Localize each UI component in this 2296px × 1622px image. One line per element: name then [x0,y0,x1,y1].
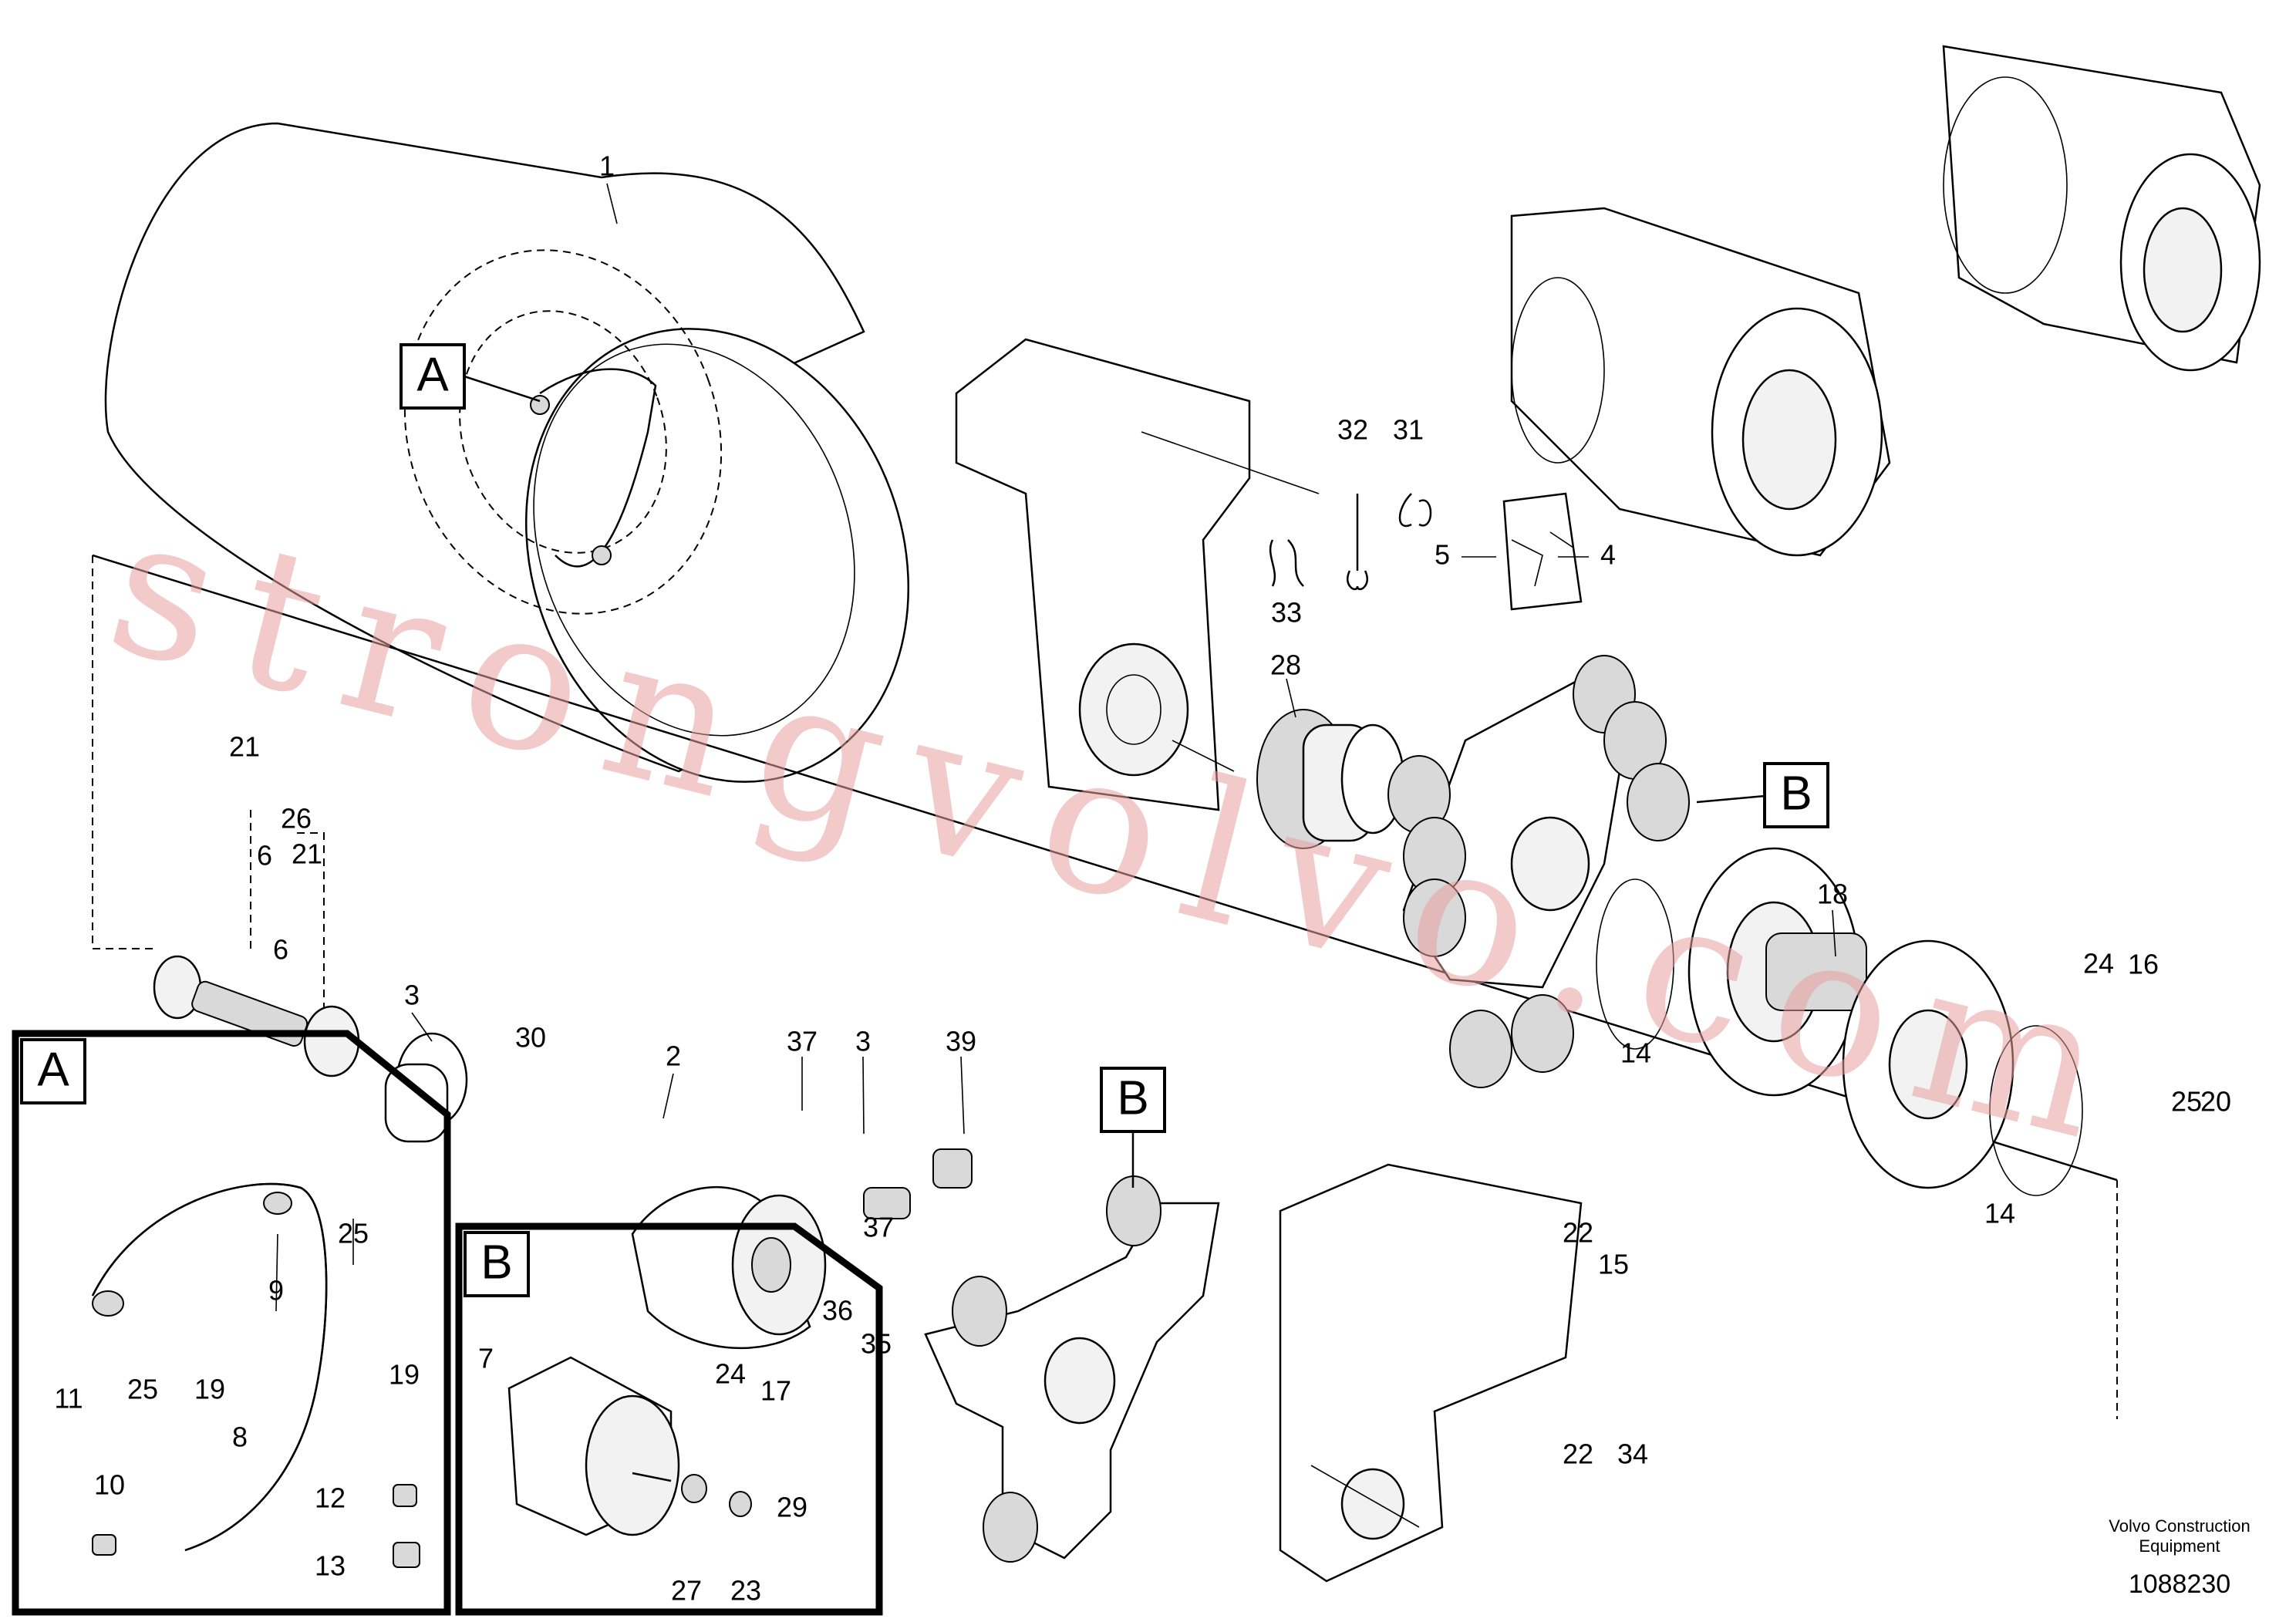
callout-label: 15 [1598,1249,1629,1280]
publisher-line-1: Volvo Construction [2109,1516,2250,1536]
motor-and-spider [1256,655,1690,1088]
callout-label: 26 [281,803,312,835]
callout-label: 13 [315,1550,346,1582]
flange-hub [1596,847,2083,1196]
callout-label: 36 [822,1295,853,1327]
drum-assembly-iso-1 [1942,45,2261,372]
publisher-block: Volvo Construction Equipment 1088230 [2109,1516,2250,1599]
callout-label: 19 [194,1374,225,1405]
callouts: 1 2 3 4 5 6 6 7 8 9 10 11 12 13 14 14 15… [54,150,2231,1607]
callout-label: 21 [292,838,322,870]
callout-label: 24 [715,1358,746,1390]
callout-label: 34 [1617,1438,1648,1470]
callout-label: 20 [2200,1086,2231,1118]
callout-label: 3 [404,980,420,1011]
box-label: A [37,1043,69,1096]
box-label: A [416,348,449,401]
callout-label: 29 [777,1492,807,1523]
drum-assembly-iso-2 [1510,207,1891,557]
callout-label: 10 [94,1469,125,1501]
callout-label: 28 [1270,649,1301,681]
callout-label: 37 [863,1212,894,1243]
callout-label: 32 [1337,414,1368,446]
detail-box-b: B [455,1222,883,1616]
box-label: B [1780,767,1812,820]
publisher-line-2: Equipment [2139,1536,2220,1556]
callout-label: 22 [1563,1217,1593,1249]
callout-label: 18 [1817,878,1848,910]
drum-shell [104,122,910,783]
box-a-main: A [400,343,541,410]
callout-label: 6 [257,840,272,872]
callout-label: 8 [232,1421,248,1453]
lower-spider-plate [924,1175,1220,1563]
leader-lines [275,183,1836,1312]
drive-shaft [153,955,468,1143]
document-number: 1088230 [2129,1570,2230,1599]
upper-bracket-plate [955,338,1320,811]
small-clips [1269,492,1583,611]
callout-label: 3 [855,1026,871,1057]
callout-label: 2 [666,1040,681,1072]
callout-label: 25 [2171,1086,2202,1118]
box-b-mid: B [1100,1067,1166,1188]
box-label: B [1117,1071,1148,1125]
callout-label: 21 [229,731,260,763]
callout-label: 12 [315,1482,346,1514]
box-label: B [480,1236,512,1289]
callout-label: 24 [2083,948,2114,980]
callout-label: 14 [1984,1198,2015,1229]
callout-label: 23 [730,1575,761,1607]
damper-detail-b [507,1356,752,1536]
callout-label: 5 [1435,539,1450,571]
callout-label: 16 [2128,949,2159,980]
hydraulic-motor [631,1148,973,1350]
callout-label: 25 [127,1374,158,1405]
hose-detail-a [91,1182,420,1568]
callout-label: 17 [760,1375,791,1407]
callout-label: 35 [861,1328,892,1360]
callout-label: 39 [946,1026,976,1057]
box-b-main: B [1696,762,1829,828]
callout-label: 4 [1600,539,1616,571]
callout-label: 33 [1271,597,1302,629]
callout-label: 11 [54,1383,83,1415]
callout-label: 1 [599,150,615,182]
detail-box-a: A [12,1030,451,1616]
callout-label: 22 [1563,1438,1593,1470]
callout-label: 6 [273,934,288,966]
callout-label: 19 [389,1359,420,1391]
callout-label: 14 [1620,1037,1651,1069]
callout-label: 7 [478,1343,494,1374]
callout-label: 31 [1393,414,1424,446]
callout-label: 27 [671,1575,702,1607]
callout-label: 30 [515,1022,546,1054]
callout-label: 37 [787,1026,818,1057]
lower-bracket-plate [1279,1163,1583,1583]
